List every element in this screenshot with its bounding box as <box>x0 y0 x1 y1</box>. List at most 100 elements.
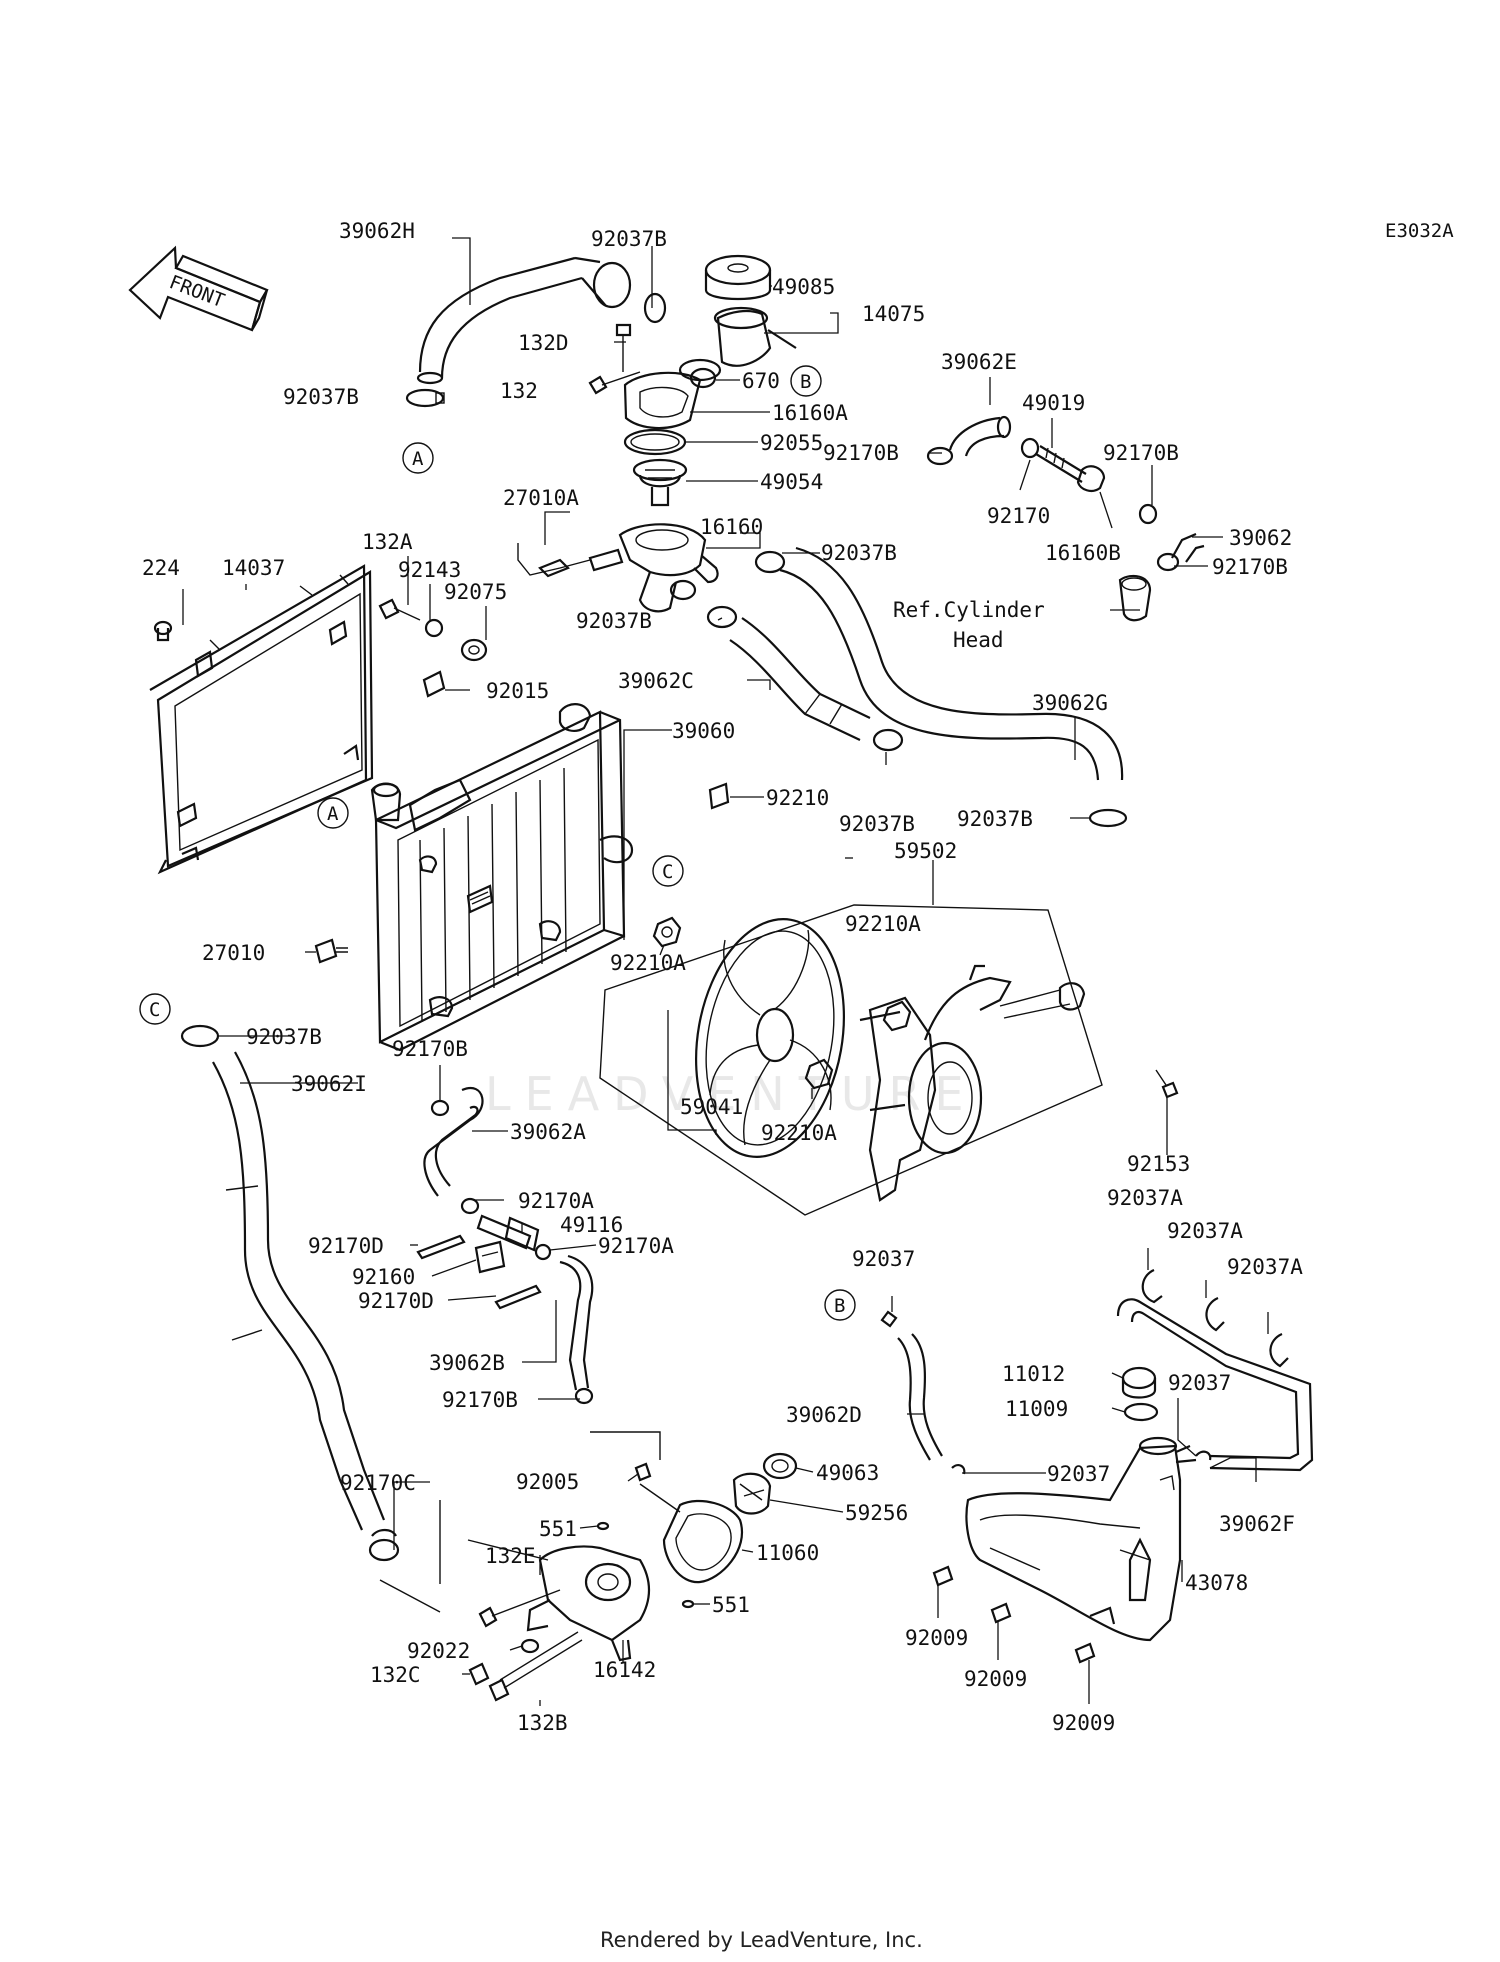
part-label: 11009 <box>1005 1397 1068 1421</box>
part-label: 49063 <box>816 1461 879 1485</box>
bolt-92009-b <box>990 1602 1012 1624</box>
clamp-92037b-mid <box>754 550 786 574</box>
fan-motor-bracket <box>859 964 1086 1202</box>
part-label: 39062E <box>941 350 1017 374</box>
pin-551-b <box>681 1599 695 1609</box>
part-label: 92210A <box>845 912 921 936</box>
part-label: 551 <box>539 1517 577 1541</box>
part-label: 39062G <box>1032 691 1108 715</box>
part-label: 92037B <box>957 807 1033 831</box>
hose-39062b <box>559 1254 594 1391</box>
part-label: 59502 <box>894 839 957 863</box>
gasket-92055 <box>623 428 687 456</box>
pin-551-a <box>596 1521 610 1531</box>
part-label: 39062I <box>291 1072 367 1096</box>
clamp-92037b-g <box>1088 808 1128 828</box>
part-label: 92170B <box>1103 441 1179 465</box>
damper-92160 <box>474 1240 506 1274</box>
clamp-92037b-left <box>405 388 445 408</box>
temp-sender-27010a <box>517 543 624 578</box>
reservoir-tank-43078 <box>965 1436 1197 1642</box>
clamp-92037b-c <box>872 728 904 752</box>
clamp-92170a-b <box>534 1243 552 1261</box>
hose-39062g <box>779 546 1124 781</box>
bolt-132b <box>488 1631 583 1702</box>
part-label: 39062H <box>339 219 415 243</box>
part-label: 92037B <box>839 812 915 836</box>
thermostat-49054 <box>632 458 688 507</box>
part-label: 92210A <box>761 1121 837 1145</box>
part-label: 132A <box>362 530 413 554</box>
part-label: 27010 <box>202 941 265 965</box>
part-label: 132E <box>485 1544 536 1568</box>
part-label: 92170A <box>518 1189 594 1213</box>
filler-neck-14075 <box>678 306 797 382</box>
pipe-49019 <box>1035 445 1087 483</box>
part-label: 11060 <box>756 1541 819 1565</box>
part-label: 92170B <box>1212 555 1288 579</box>
part-label: 49054 <box>760 470 823 494</box>
hose-39062h <box>416 256 632 385</box>
part-label: 92160 <box>352 1265 415 1289</box>
part-label: 92210A <box>610 951 686 975</box>
part-label: 92005 <box>516 1470 579 1494</box>
svg-text:A: A <box>327 803 339 825</box>
band-92170d-b <box>494 1284 542 1310</box>
clamp-92170b-b <box>1138 503 1158 525</box>
part-label: 92037B <box>821 541 897 565</box>
front-arrow-icon: FRONT <box>128 245 269 332</box>
part-label: 92037 <box>1047 1462 1110 1486</box>
part-label: 132D <box>518 331 569 355</box>
part-label: 92015 <box>486 679 549 703</box>
callout-c-radiator: C <box>652 855 684 887</box>
callout-b-lower: B <box>824 1289 856 1321</box>
part-label: 92170B <box>442 1388 518 1412</box>
part-label: 92009 <box>964 1667 1027 1691</box>
radiator-cap-49085 <box>704 254 772 301</box>
seal-49063 <box>762 1452 798 1480</box>
part-label: 132B <box>517 1711 568 1735</box>
fan-switch-27010 <box>314 938 348 964</box>
part-label: 27010A <box>503 486 579 510</box>
seal-11009 <box>1123 1402 1159 1422</box>
clamp-92170a-a <box>460 1197 480 1215</box>
clamp-92170c <box>368 1528 400 1562</box>
clamp-92037-c <box>1195 1450 1212 1461</box>
part-label: 92170A <box>598 1234 674 1258</box>
bolt-92153 <box>1155 1069 1179 1099</box>
clamp-92037a-b <box>1205 1296 1225 1332</box>
part-label: Head <box>953 628 1004 652</box>
part-label: 92170B <box>823 441 899 465</box>
part-label: 551 <box>712 1593 750 1617</box>
bolt-132 <box>588 371 641 395</box>
part-label: 92037 <box>1168 1371 1231 1395</box>
clamp-92170b-a <box>926 446 954 466</box>
hose-39062f <box>1116 1298 1314 1472</box>
fan-blade-59041 <box>694 918 846 1158</box>
part-labels: 39062H 92037B 49085 14075 132D 670 132 1… <box>142 219 1303 1735</box>
part-label: 92170D <box>358 1289 434 1313</box>
part-label: 39062B <box>429 1351 505 1375</box>
hose-39062c <box>729 617 871 741</box>
nut-92210a-a <box>652 916 682 948</box>
part-label: 16142 <box>593 1658 656 1682</box>
leader-lines <box>182 237 1269 1706</box>
clamp-92037b-top <box>643 292 667 324</box>
diagram-code: E3032A <box>1385 220 1454 242</box>
part-label: 92009 <box>905 1626 968 1650</box>
svg-text:B: B <box>800 371 811 393</box>
o-ring-670 <box>689 367 717 389</box>
fitting-92005 <box>634 1462 652 1482</box>
callout-c-lower: C <box>139 993 171 1025</box>
thermostat-housing-16160 <box>618 523 719 613</box>
footer-credit: Rendered by LeadVenture, Inc. <box>600 1928 923 1952</box>
collar-92143 <box>424 618 444 638</box>
part-label: 92037A <box>1107 1186 1183 1210</box>
clip-92210 <box>708 782 730 810</box>
part-label: 39062F <box>1219 1512 1295 1536</box>
cylinder-head-fitting <box>1118 574 1152 622</box>
part-label: 39060 <box>672 719 735 743</box>
clamp-92037b-i <box>180 1024 220 1048</box>
svg-text:B: B <box>834 1295 845 1317</box>
part-label: 92037A <box>1167 1219 1243 1243</box>
